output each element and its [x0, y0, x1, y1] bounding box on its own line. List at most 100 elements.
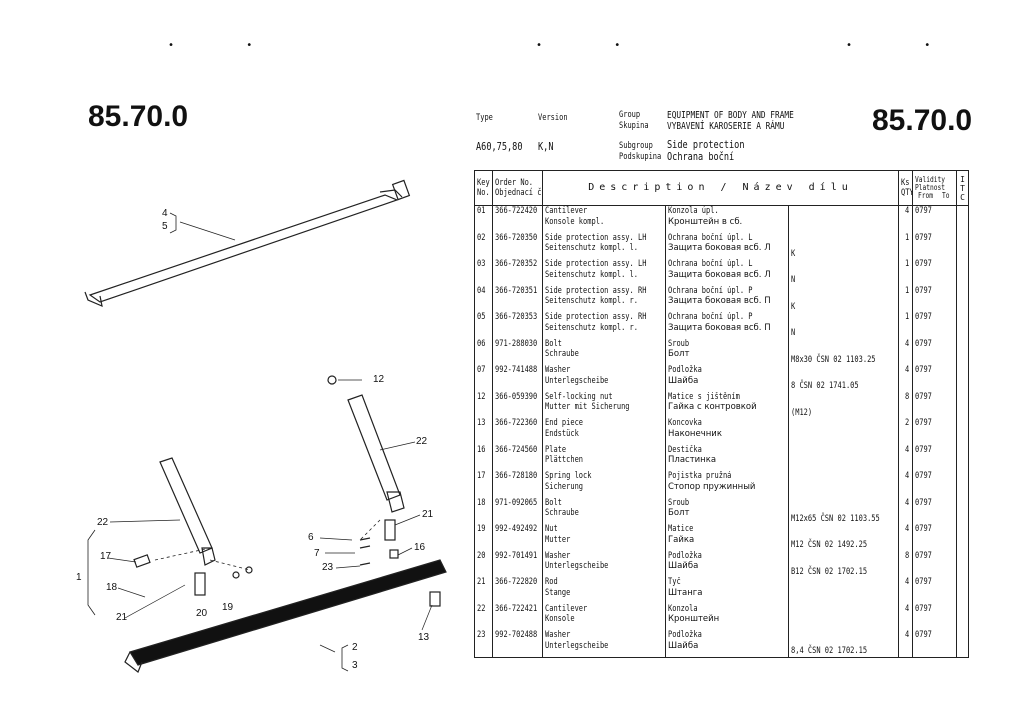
spring-lock-17: [133, 554, 151, 568]
key-cell: 23: [474, 630, 493, 657]
itc-cell: [956, 285, 970, 312]
label-17: 17: [100, 551, 112, 562]
page-code-left: 85.70.0: [88, 100, 189, 133]
note-cell: N: [787, 259, 900, 286]
qty-cell: 4: [898, 630, 914, 657]
order-cell: 366-720351: [492, 285, 543, 312]
qty-cell: 1: [898, 259, 914, 286]
plate-21: [384, 519, 396, 541]
validity-cell: 0797: [912, 577, 958, 604]
col-order: Order No.Objednací č: [492, 170, 543, 206]
label-1: 1: [76, 572, 82, 583]
key-cell: 17: [474, 471, 493, 498]
itc-cell: [956, 259, 970, 286]
subgroup-value-cz: Ochrana boční: [667, 150, 735, 163]
label-2: 2: [352, 642, 358, 653]
itc-cell: [956, 444, 970, 471]
order-cell: 971-288030: [492, 338, 543, 365]
validity-cell: 0797: [912, 205, 958, 233]
order-cell: 971-092065: [492, 497, 543, 524]
group-label: Group: [619, 110, 641, 120]
order-cell: 366-728180: [492, 471, 543, 498]
qty-cell: 4: [898, 471, 914, 498]
itc-cell: [956, 630, 970, 657]
upper-rail: [88, 194, 399, 303]
qty-cell: 4: [898, 444, 914, 471]
type-value: A60,75,80: [476, 140, 523, 153]
label-12: 12: [373, 374, 385, 385]
key-cell: 13: [474, 418, 493, 445]
col-description: Description / Název dílu: [541, 170, 900, 206]
validity-cell: 0797: [912, 338, 958, 365]
order-cell: 992-492492: [492, 524, 543, 551]
itc-cell: [956, 312, 970, 339]
label-22-left: 22: [97, 517, 109, 528]
order-cell: 366-720353: [492, 312, 543, 339]
note-cell: M8x30 ČSN 02 1103.25: [787, 338, 900, 365]
note-cell: [787, 577, 900, 604]
qty-cell: 1: [898, 232, 914, 259]
right-cantilever: [347, 394, 401, 501]
note-cell: 8,4 ČSN 02 1702.15: [787, 630, 900, 657]
itc-cell: [956, 232, 970, 259]
validity-cell: 0797: [912, 550, 958, 577]
key-cell: 04: [474, 285, 493, 312]
validity-cell: 0797: [912, 524, 958, 551]
qty-cell: 4: [898, 524, 914, 551]
qty-cell: 8: [898, 550, 914, 577]
key-cell: 12: [474, 391, 493, 418]
validity-cell: 0797: [912, 444, 958, 471]
order-cell: 992-741488: [492, 365, 543, 392]
validity-cell: 0797: [912, 232, 958, 259]
rod-20: [194, 572, 206, 596]
key-cell: 18: [474, 497, 493, 524]
label-5: 5: [162, 221, 168, 232]
itc-cell: [956, 603, 970, 630]
note-cell: (M12): [787, 391, 900, 418]
lower-rail: [129, 559, 447, 666]
key-cell: 16: [474, 444, 493, 471]
exploded-drawing: [84, 179, 447, 673]
validity-cell: 0797: [912, 603, 958, 630]
scan-speck: • •: [536, 40, 621, 51]
key-cell: 21: [474, 577, 493, 604]
order-cell: 366-059390: [492, 391, 543, 418]
scan-speck: • •: [846, 40, 931, 51]
label-6: 6: [308, 532, 314, 543]
